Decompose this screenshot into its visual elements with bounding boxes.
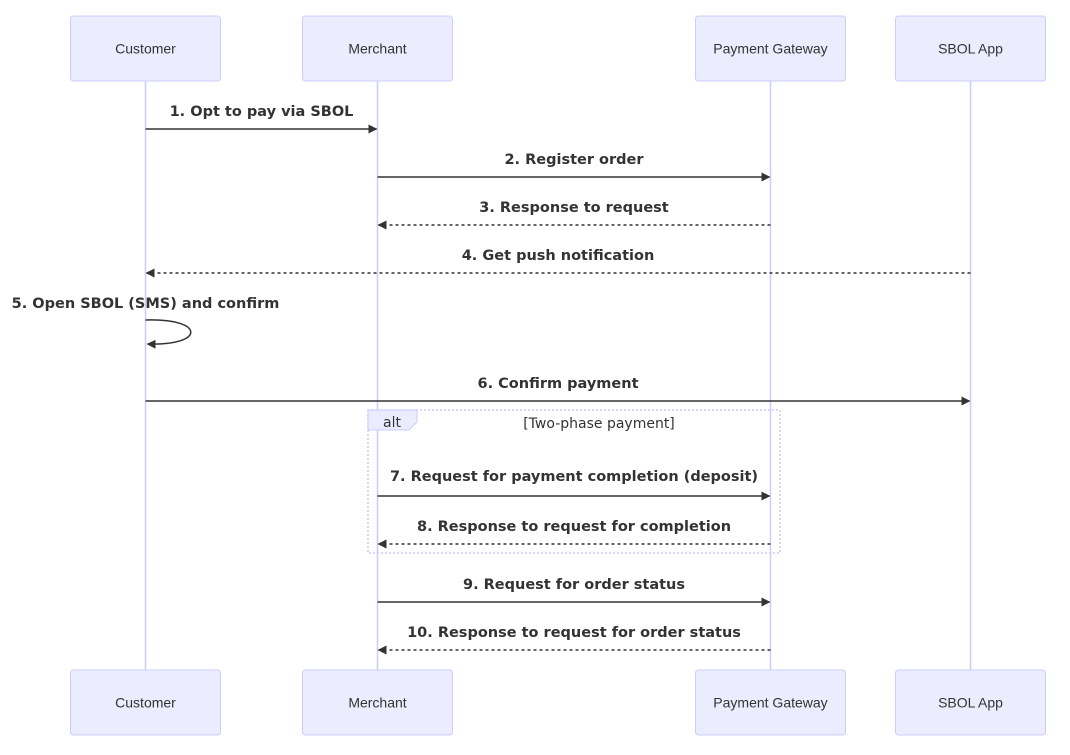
alt-keyword: alt — [383, 415, 401, 431]
message-10: 10. Response to request for order status — [377, 625, 771, 655]
message-label: 6. Confirm payment — [478, 376, 639, 392]
message-9: 9. Request for order status — [377, 577, 771, 607]
message-label: 10. Response to request for order status — [407, 625, 741, 641]
message-arrow — [145, 319, 192, 349]
actor-customer-top: Customer — [70, 15, 221, 82]
actor-label: Merchant — [348, 695, 406, 711]
actor-label: Customer — [115, 695, 176, 711]
actor-merchant-bottom: Merchant — [302, 669, 453, 736]
message-label: 7. Request for payment completion (depos… — [390, 469, 758, 485]
alt-frame: alt [Two-phase payment] — [367, 409, 781, 554]
actor-box — [695, 15, 846, 82]
message-label: 5. Open SBOL (SMS) and confirm — [12, 296, 280, 312]
message-7: 7. Request for payment completion (depos… — [377, 469, 771, 501]
actor-box — [302, 669, 453, 736]
actor-gateway-top: Payment Gateway — [695, 15, 846, 82]
message-label: 3. Response to request — [479, 200, 669, 216]
message-label: 8. Response to request for completion — [417, 519, 731, 535]
alt-frame-border — [367, 409, 781, 554]
actor-box — [302, 15, 453, 82]
actor-box — [70, 15, 221, 82]
actor-box — [895, 15, 1046, 82]
alt-condition: [Two-phase payment] — [523, 416, 675, 432]
message-label: 2. Register order — [504, 152, 644, 168]
actor-box — [70, 669, 221, 736]
actor-sbol-bottom: SBOL App — [895, 669, 1046, 736]
message-label: 4. Get push notification — [462, 248, 655, 264]
message-label: 9. Request for order status — [463, 577, 685, 593]
message-label: 1. Opt to pay via SBOL — [170, 104, 354, 120]
actor-gateway-bottom: Payment Gateway — [695, 669, 846, 736]
actor-customer-bottom: Customer — [70, 669, 221, 736]
actor-box — [695, 669, 846, 736]
actor-label: SBOL App — [938, 695, 1003, 711]
message-2: 2. Register order — [377, 152, 771, 182]
actor-merchant-top: Merchant — [302, 15, 453, 82]
message-3: 3. Response to request — [377, 200, 771, 230]
actor-label: Payment Gateway — [713, 41, 827, 57]
message-6: 6. Confirm payment — [145, 376, 971, 406]
message-5: 5. Open SBOL (SMS) and confirm — [12, 296, 280, 349]
actor-label: Merchant — [348, 41, 406, 57]
message-8: 8. Response to request for completion — [377, 519, 771, 549]
message-1: 1. Opt to pay via SBOL — [145, 104, 378, 134]
alt-label-box — [367, 409, 418, 431]
actor-box — [895, 669, 1046, 736]
actor-label: SBOL App — [938, 41, 1003, 57]
message-4: 4. Get push notification — [145, 248, 971, 278]
actor-label: Payment Gateway — [713, 695, 827, 711]
actor-sbol-top: SBOL App — [895, 15, 1046, 82]
actor-label: Customer — [115, 41, 176, 57]
